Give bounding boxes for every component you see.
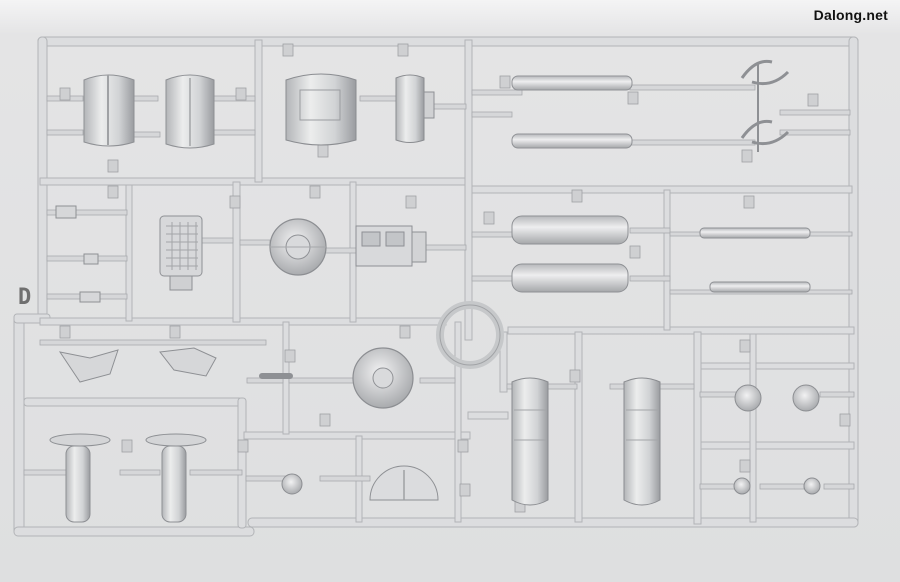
part-block-cluster <box>355 225 427 267</box>
part-turbine <box>259 347 414 409</box>
part-rods <box>511 59 790 152</box>
part-legs <box>49 433 207 523</box>
watermark-text: Dalong.net <box>813 7 888 23</box>
part-barrel-right <box>165 74 215 149</box>
sprue-frame <box>13 36 859 537</box>
part-barrel-left <box>83 74 135 147</box>
part-small-discs <box>733 384 821 495</box>
part-tanks <box>511 215 811 293</box>
part-drum-ring <box>395 74 435 143</box>
part-ring <box>436 301 504 369</box>
part-small-brackets <box>55 205 217 383</box>
part-drum <box>285 73 357 146</box>
sprue-tabs <box>59 43 851 513</box>
sprue-letter-label: D <box>18 285 32 310</box>
part-thruster-columns <box>511 377 661 506</box>
part-fan-disc <box>269 218 327 276</box>
part-grill <box>159 215 203 291</box>
part-lower-center <box>281 465 439 501</box>
